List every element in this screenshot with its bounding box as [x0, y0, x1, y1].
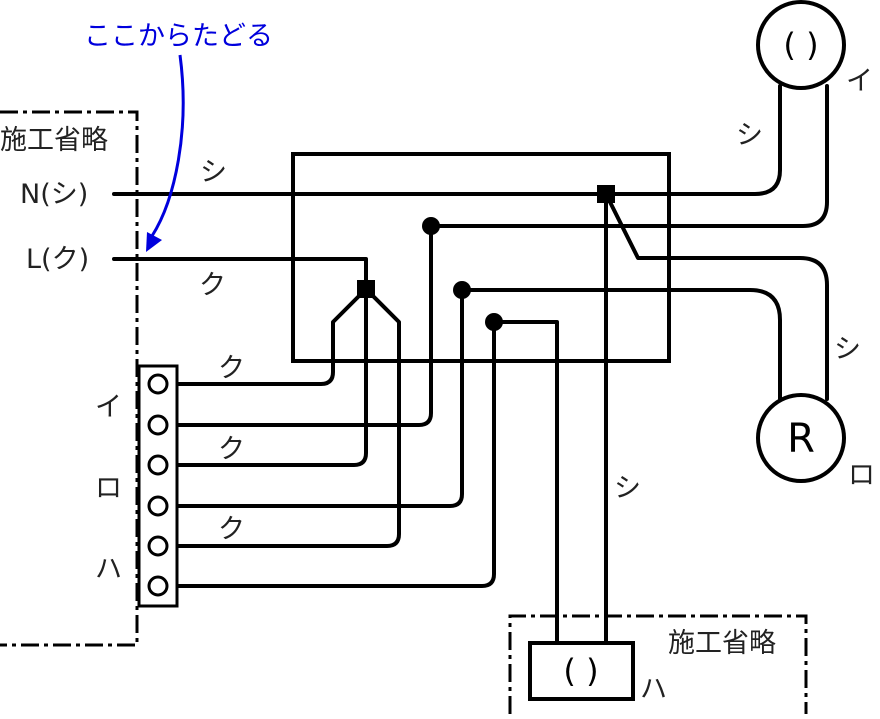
lamp-i: ( ) イ: [756, 0, 873, 97]
connector-dot-ha: [485, 313, 503, 331]
lamp-i-label: イ: [846, 66, 873, 97]
source-neutral-label: N(シ): [20, 179, 88, 210]
lamp-ro: R ロ: [756, 393, 875, 491]
wire-line-in: [112, 257, 368, 291]
wire-label-black: ク: [218, 353, 245, 384]
wire-label-white: シ: [834, 334, 861, 365]
connector-dot-i: [422, 217, 440, 235]
wire-labels: シ シ シ シ ク ク ク ク: [199, 120, 861, 545]
terminal-block-frame: [137, 364, 179, 608]
lamp-ro-circle: [756, 393, 846, 483]
trace-start-arrowhead-icon: [146, 232, 162, 252]
wire-label-white: シ: [736, 120, 763, 151]
connector-dot-ro: [453, 281, 471, 299]
terminal-2: [147, 414, 169, 436]
wire-label-white: シ: [614, 473, 641, 504]
wire-neutral-to-lamp-i: [604, 84, 782, 196]
lamp-ro-label: ロ: [848, 460, 875, 491]
wire-return-i: [175, 224, 433, 427]
terminal-label-ha: ハ: [95, 554, 122, 585]
panel-bottom: 施工省略: [508, 614, 808, 714]
wire-label-black: ク: [199, 270, 226, 301]
lamp-ha-label: ハ: [640, 674, 667, 705]
lamp-ha-symbol: ( ): [563, 652, 598, 690]
lamp-ha: ( ) ハ: [528, 641, 667, 705]
sleeve-connector-neutral: [597, 185, 615, 203]
source-line-label: L(ク): [26, 244, 89, 275]
panel-bottom-border: [508, 614, 808, 714]
trace-start-text: ここからたどる: [84, 21, 273, 52]
sleeve-connector-line: [357, 280, 375, 298]
panel-left-border: [0, 110, 139, 647]
lamp-i-symbol: ( ): [783, 26, 818, 64]
wire-line-to-terminal-3: [175, 287, 368, 467]
wires: [112, 84, 829, 644]
terminal-1: [147, 373, 169, 395]
wire-label-black: ク: [218, 434, 245, 465]
terminal-label-i: イ: [95, 392, 122, 423]
wire-neutral-to-lamp-ro: [604, 192, 829, 401]
panel-left: 施工省略: [0, 110, 139, 647]
terminal-3: [147, 454, 169, 476]
lamp-i-circle: [756, 0, 846, 90]
wire-return-ro: [175, 288, 464, 508]
wire-return-i-to-lamp: [429, 84, 829, 228]
wire-return-ha: [175, 320, 496, 588]
wire-line-to-terminal-1: [175, 287, 368, 386]
wire-label-black: ク: [218, 514, 245, 545]
wire-label-white: シ: [200, 157, 227, 188]
lamp-ro-symbol: R: [787, 416, 815, 462]
terminal-5: [147, 535, 169, 557]
panel-left-title: 施工省略: [0, 125, 108, 156]
lamp-ha-box: [528, 641, 635, 701]
terminal-label-ro: ロ: [95, 473, 122, 504]
switch-terminal-block: イ ロ ハ: [95, 364, 179, 608]
wire-return-ha-to-lamp: [492, 320, 559, 644]
wire-return-ro-to-lamp: [460, 288, 782, 401]
trace-start-annotation: ここからたどる: [84, 21, 273, 252]
wire-line-to-terminal-5: [175, 287, 401, 548]
panel-bottom-title: 施工省略: [668, 628, 776, 659]
terminal-6: [147, 575, 169, 597]
terminal-4: [147, 495, 169, 517]
trace-start-arrow: [150, 54, 185, 237]
